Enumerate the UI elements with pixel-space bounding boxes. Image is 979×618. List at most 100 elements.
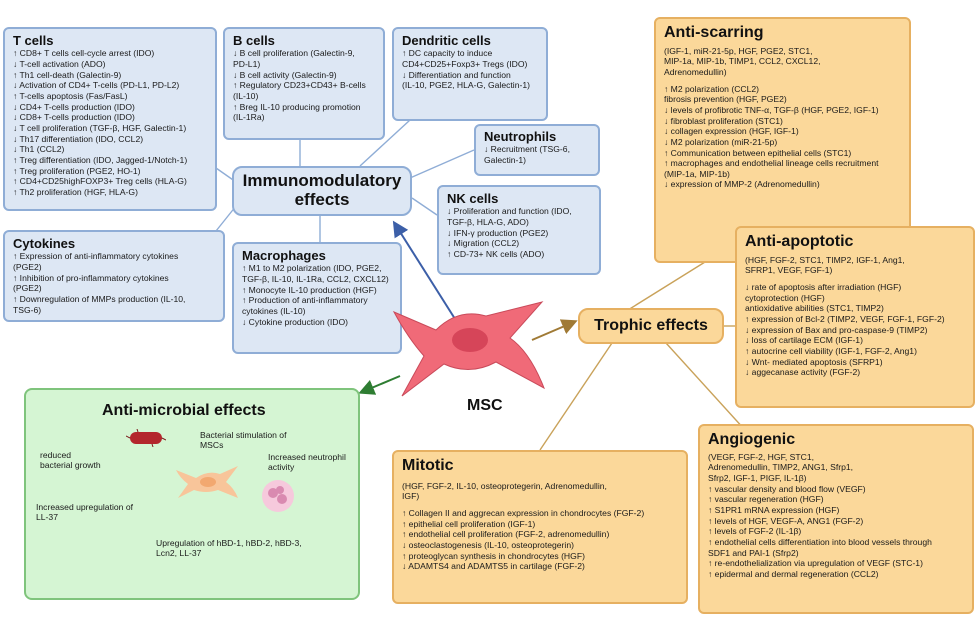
arrow-msc-trophic [531, 319, 578, 341]
list-line: ↑ CD8+ T cells cell-cycle arrest (IDO) [13, 48, 155, 59]
antimicrobial-title: Anti-microbial effects [102, 402, 266, 419]
list-line: PD-L1) [233, 58, 261, 69]
neutrophil-activity-label: Increased neutrophil activity [268, 452, 346, 473]
list-line: ↑ Expression of anti-inflammatory cytoki… [13, 251, 179, 262]
bcells-box: B cells ↓ B cell proliferation (Galectin… [223, 27, 385, 140]
list-line: ↑ vascular density and blood flow (VEGF) [708, 483, 866, 494]
list-line: ↓ Proliferation and function (IDO, [447, 206, 572, 217]
list-line: (IL-10) [233, 90, 259, 101]
link-mitotic [539, 342, 613, 451]
immunomodulatory-hub: Immunomodulatory effects [232, 166, 412, 216]
macrophages-list: ↑ M1 to M2 polarization (IDO, PGE2,TGF-β… [242, 263, 392, 327]
list-line: ↑ T-cells apoptosis (Fas/FasL) [13, 90, 128, 101]
list-line: ↑ levels of FGF-2 (IL-1β) [708, 526, 802, 537]
list-line: ↑ Th1 cell-death (Galectin-9) [13, 69, 122, 80]
antiscarring-title: Anti-scarring [664, 24, 764, 41]
list-line: (PGE2) [13, 261, 42, 272]
antiapoptotic-box: Anti-apoptotic (HGF, FGF-2, STC1, TIMP2,… [735, 226, 975, 408]
bcells-title: B cells [233, 33, 275, 48]
list-line: ↓ T-cell activation (ADO) [13, 58, 106, 69]
list-line: ↓ collagen expression (HGF, IGF-1) [664, 126, 799, 137]
list-line: ↑ Regulatory CD23+CD43+ B-cells [233, 80, 366, 91]
list-line: ↓ Recruitment (TSG-6, [484, 144, 570, 155]
list-line: CD4+CD25+Foxp3+ Tregs (IDO) [402, 58, 528, 69]
list-line: ↑ epithelial cell proliferation (IGF-1) [402, 518, 536, 529]
list-line: ↓ Th1 (CCL2) [13, 144, 65, 155]
list-line: ↑ re-endothelialization via upregulation… [708, 558, 923, 569]
list-line: (VEGF, FGF-2, HGF, STC1, [708, 451, 814, 462]
list-line: fibrosis prevention (HGF, PGE2) [664, 94, 787, 105]
link-neutrophils [409, 149, 475, 179]
list-line: ↑ Th2 proliferation (HGF, HLA-G) [13, 186, 138, 197]
link-dendritic [359, 119, 411, 167]
list-line: ↑ endothelial cell proliferation (FGF-2,… [402, 529, 610, 540]
immunomodulatory-line2: effects [294, 190, 350, 209]
trophic-hub: Trophic effects [578, 308, 724, 344]
nkcells-box: NK cells ↓ Proliferation and function (I… [437, 185, 601, 275]
list-line: ↑ Treg proliferation (PGE2, HO-1) [13, 165, 141, 176]
list-line: ↓ CD8+ T-cells production (IDO) [13, 112, 135, 123]
list-line: (HGF, FGF-2, STC1, TIMP2, IGF-1, Ang1, [745, 254, 905, 265]
msc-label: MSC [467, 397, 503, 414]
list-line: ↑ Monocyte IL-10 production (HGF) [242, 284, 377, 295]
list-line: IGF) [402, 491, 420, 502]
hbd-label: Upregulation of hBD-1, hBD-2, hBD-3, Lcn… [156, 538, 302, 559]
list-line: ↑ Downregulation of MMPs production (IL-… [13, 293, 186, 304]
list-line: ↑ CD4+CD25highFOXP3+ Treg cells (HLA-G) [13, 176, 187, 187]
list-line: ↑ Breg IL-10 producing promotion [233, 101, 361, 112]
trophic-label: Trophic effects [594, 317, 708, 334]
list-line: ↓ loss of cartilage ECM (IGF-1) [745, 335, 863, 346]
list-line: ↓ fibroblast proliferation (STC1) [664, 115, 783, 126]
list-line: ↓ expression of Bax and pro-caspase-9 (T… [745, 324, 928, 335]
neutrophils-title: Neutrophils [484, 129, 557, 144]
reduced-growth-label: reduced bacterial growth [40, 450, 101, 471]
ll37-label: Increased upregulation of LL-37 [36, 502, 133, 523]
list-line: (MIP-1a, MIP-1b) [664, 168, 730, 179]
cytokines-box: Cytokines ↑ Expression of anti-inflammat… [3, 230, 225, 322]
list-line: ↓ levels of profibrotic TNF-α, TGF-β (HG… [664, 104, 879, 115]
list-line: (HGF, FGF-2, IL-10, osteoprotegerin, Adr… [402, 480, 607, 491]
angiogenic-box: Angiogenic (VEGF, FGF-2, HGF, STC1,Adren… [698, 424, 974, 614]
antiscarring-list: (IGF-1, miR-21-5p, HGF, PGE2, STC1,MIP-1… [664, 46, 901, 191]
macrophages-box: Macrophages ↑ M1 to M2 polarization (IDO… [232, 242, 402, 354]
antimicrobial-box: Anti-microbial effects [24, 388, 360, 600]
list-line: TGF-β, IL-10, IL-1Ra, CCL2, CXCL12) [242, 273, 389, 284]
list-line: ↑ macrophages and endothelial lineage ce… [664, 158, 879, 169]
list-line: ↑ epidermal and dermal regeneration (CCL… [708, 568, 879, 579]
list-line: antioxidative abilities (STC1, TIMP2) [745, 303, 884, 314]
list-line: SDF1 and PAI-1 (Sfrp2) [708, 547, 799, 558]
list-line: ↓ aggecanase activity (FGF-2) [745, 367, 861, 378]
list-line: ↑ M1 to M2 polarization (IDO, PGE2, [242, 263, 382, 274]
list-line: ↓ Th17 differentiation (IDO, CCL2) [13, 133, 144, 144]
list-line: ↓ Wnt- mediated apoptosis (SFRP1) [745, 356, 883, 367]
list-line: ↓ Migration (CCL2) [447, 238, 520, 249]
neutrophil-icon [262, 480, 294, 512]
list-line: ↓ Cytokine production (IDO) [242, 316, 349, 327]
list-line: ↑ Inhibition of pro-inflammatory cytokin… [13, 272, 169, 283]
list-line: ↓ rate of apoptosis after irradiation (H… [745, 281, 902, 292]
list-line: ↑ M2 polarization (CCL2) [664, 83, 760, 94]
arrow-msc-immuno [392, 220, 463, 331]
list-line: Adrenomedullin, TIMP2, ANG1, Sfrp1, [708, 462, 854, 473]
stimulation-label: Bacterial stimulation of MSCs [200, 430, 287, 451]
list-line: ↑ DC capacity to induce [402, 48, 493, 59]
angiogenic-title: Angiogenic [708, 431, 796, 448]
mitotic-box: Mitotic (HGF, FGF-2, IL-10, osteoprotege… [392, 450, 688, 604]
list-line: ↓ T cell proliferation (TGF-β, HGF, Gale… [13, 122, 187, 133]
list-line: ↓ B cell proliferation (Galectin-9, [233, 48, 355, 59]
nkcells-list: ↓ Proliferation and function (IDO,TGF-β,… [447, 206, 591, 259]
nkcells-title: NK cells [447, 191, 499, 206]
list-line: ↓ expression of MMP-2 (Adrenomedullin) [664, 179, 820, 190]
list-line: ↑ expression of Bcl-2 (TIMP2, VEGF, FGF-… [745, 313, 945, 324]
bacterium-icon [126, 429, 166, 447]
list-line: ↓ M2 polarization (miR-21-5p) [664, 136, 778, 147]
list-line: Galectin-1) [484, 154, 527, 165]
antiapoptotic-title: Anti-apoptotic [745, 233, 854, 250]
tcells-box: T cells ↑ CD8+ T cells cell-cycle arrest… [3, 27, 217, 211]
list-line: (PGE2) [13, 283, 42, 294]
list-line: ↓ IFN-γ production (PGE2) [447, 227, 549, 238]
list-line: ↓ Differentiation and function [402, 69, 511, 80]
list-line: ↑ CD-73+ NK cells (ADO) [447, 248, 545, 259]
